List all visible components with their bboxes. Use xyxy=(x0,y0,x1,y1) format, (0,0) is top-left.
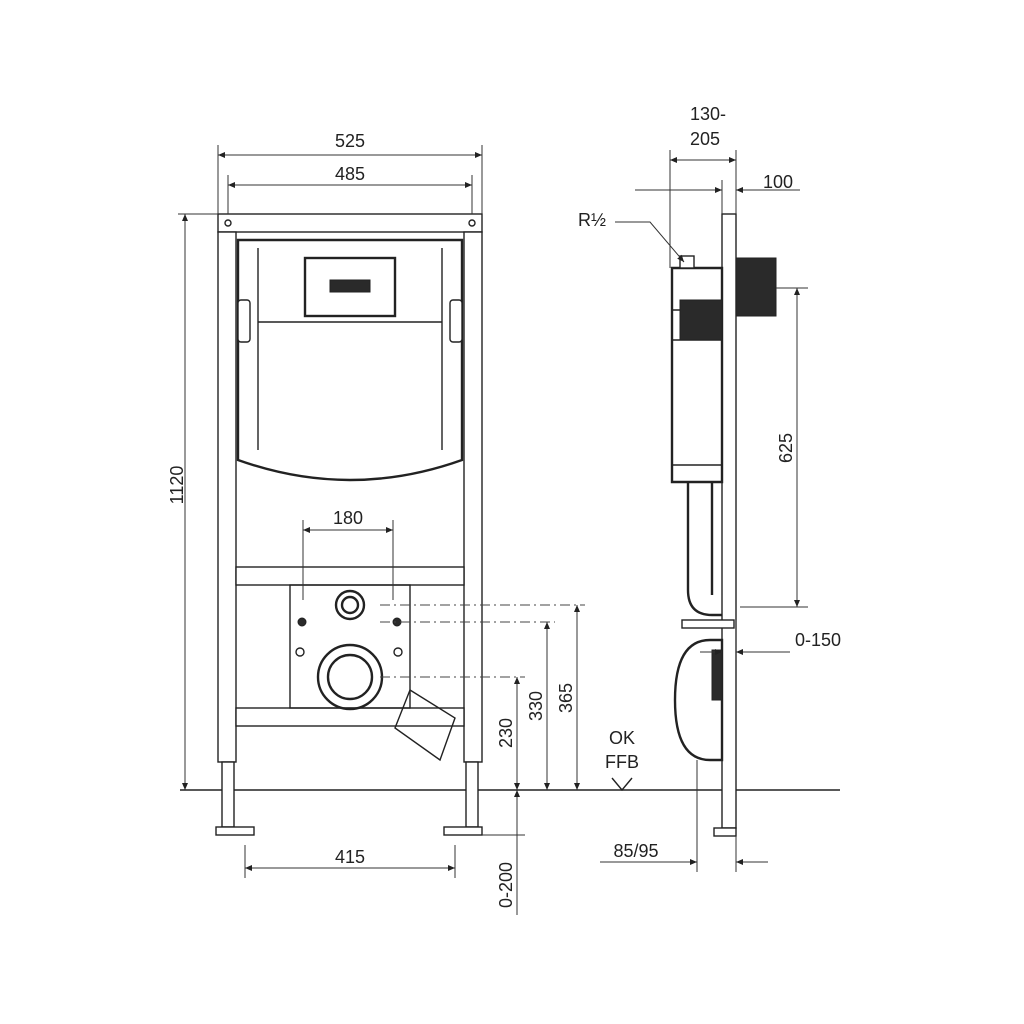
dim-100: 100 xyxy=(763,172,793,192)
dim-525: 525 xyxy=(335,131,365,151)
front-view: 525 485 1120 180 415 230 330 365 0-200 xyxy=(167,131,840,915)
side-cistern xyxy=(670,266,724,484)
dim-85-95: 85/95 xyxy=(613,841,658,861)
thread-label: R½ xyxy=(578,210,606,230)
dim-0-150: 0-150 xyxy=(795,630,841,650)
left-leg xyxy=(221,761,235,828)
right-post xyxy=(463,231,483,763)
floor-label-ok: OK xyxy=(609,728,635,748)
water-outlet xyxy=(334,589,366,621)
right-leg xyxy=(465,761,479,828)
side-flush-plate xyxy=(735,257,777,317)
dim-0-200: 0-200 xyxy=(496,862,516,908)
upper-crossbar xyxy=(235,566,465,586)
left-post xyxy=(217,231,237,763)
side-frame-post xyxy=(721,213,737,829)
side-bend xyxy=(673,638,724,762)
dim-625: 625 xyxy=(776,433,796,463)
dim-230: 230 xyxy=(496,718,516,748)
side-drain-pipe xyxy=(686,482,722,617)
floor-marker-icon xyxy=(611,777,633,792)
top-rail xyxy=(217,213,483,233)
floor-level-label: OK FFB xyxy=(605,728,639,792)
dim-180: 180 xyxy=(333,508,363,528)
lower-crossbar xyxy=(235,707,465,727)
dim-485: 485 xyxy=(335,164,365,184)
dim-130: 130- xyxy=(690,104,726,124)
right-foot xyxy=(443,826,483,836)
side-view: 130- 205 100 R½ 625 0-150 85/95 xyxy=(578,104,841,872)
dim-205: 205 xyxy=(690,129,720,149)
dim-365: 365 xyxy=(556,683,576,713)
flush-plate xyxy=(303,256,397,318)
floor-label-ffb: FFB xyxy=(605,752,639,772)
dim-1120: 1120 xyxy=(167,466,187,505)
left-foot xyxy=(215,826,255,836)
dim-330: 330 xyxy=(526,691,546,721)
dim-415: 415 xyxy=(335,847,365,867)
cistern xyxy=(236,238,464,482)
